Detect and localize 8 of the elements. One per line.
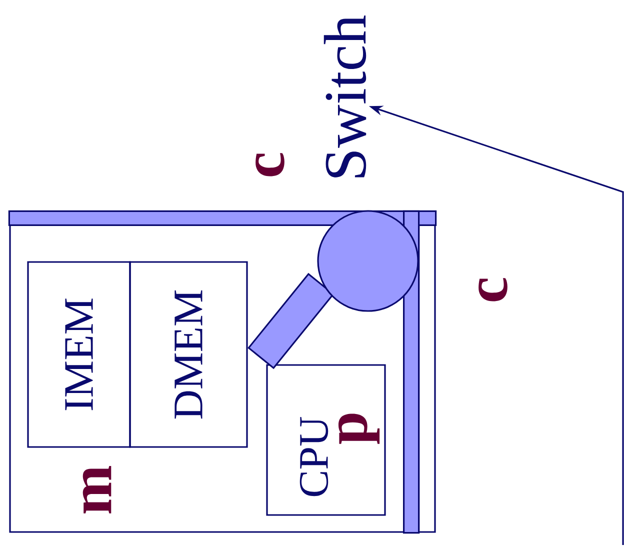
switch-label: Switch — [324, 15, 366, 178]
memory-box: IMEM — [27, 261, 131, 448]
memory-box: DMEM — [129, 261, 248, 448]
letter-label: m — [82, 466, 112, 514]
letter-label: c — [478, 278, 508, 302]
cpu-box: CPU p — [266, 364, 386, 516]
letter-label: c — [256, 153, 284, 176]
switch-circle — [317, 210, 419, 312]
